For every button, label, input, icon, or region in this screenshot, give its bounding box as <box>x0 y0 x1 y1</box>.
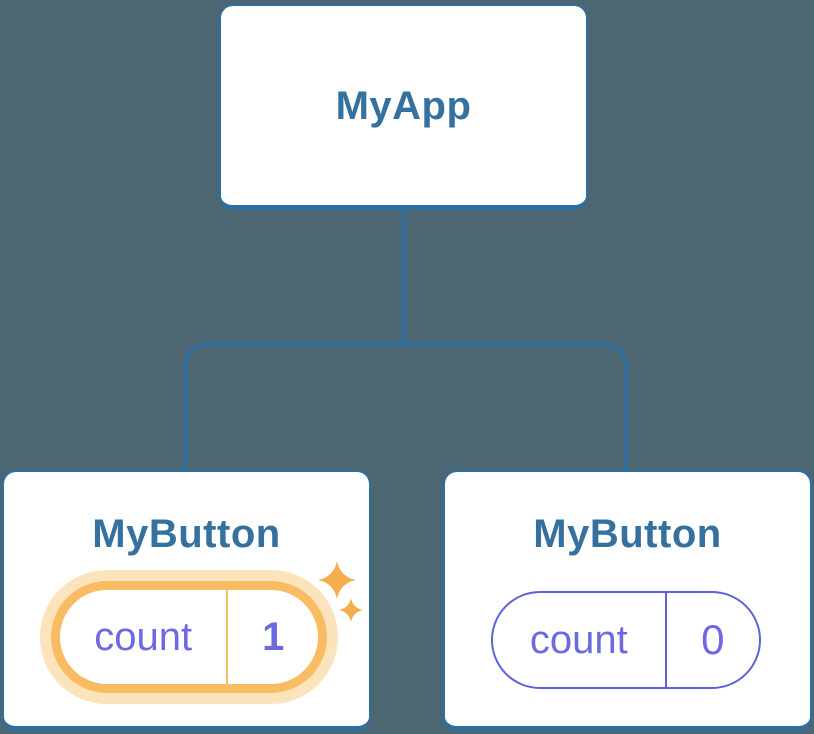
state-key-label: count <box>94 614 193 659</box>
state-pill: count 0 <box>491 591 761 689</box>
connector-branch <box>184 342 628 470</box>
child-node-label: MyButton <box>92 512 281 556</box>
child-component-node-left: MyButton count 1 <box>2 470 371 731</box>
state-value: 1 <box>226 590 318 684</box>
state-value: 0 <box>664 593 759 687</box>
sparkle-icon-small <box>339 598 363 622</box>
state-pill-highlighted: count 1 <box>57 587 321 687</box>
state-key-label: count <box>529 617 628 662</box>
sparkle-icon-large <box>318 561 356 599</box>
root-component-node: MyApp <box>219 4 588 210</box>
child-component-node-right: MyButton count 0 <box>443 470 812 731</box>
child-node-label: MyButton <box>533 512 722 556</box>
root-node-label: MyApp <box>335 83 472 128</box>
